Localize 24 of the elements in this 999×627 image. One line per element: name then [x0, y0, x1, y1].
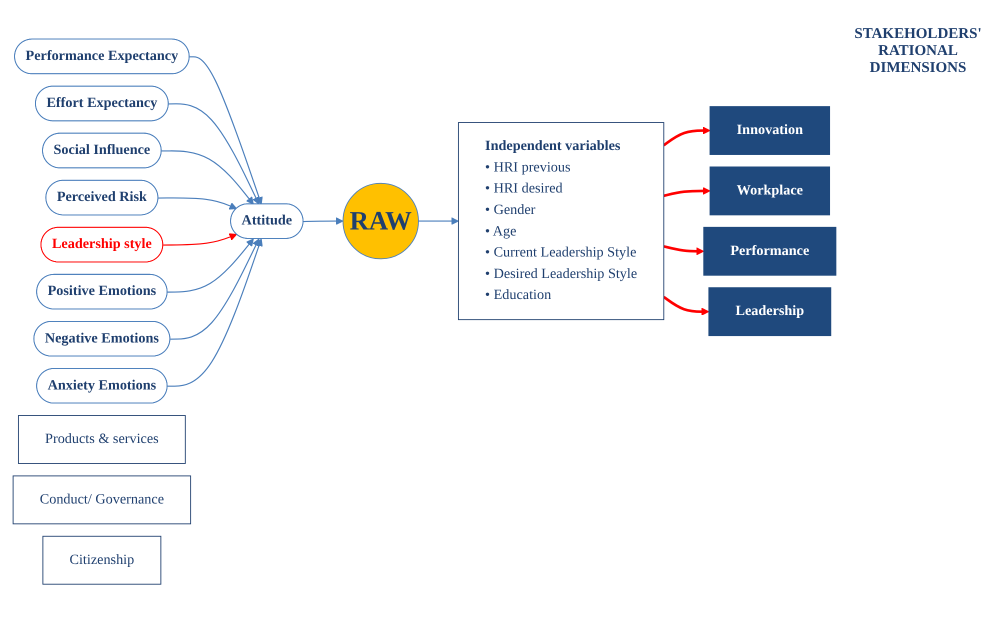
node-box: Workplace [710, 166, 830, 216]
arrow [162, 150, 254, 205]
node-box: Innovation [710, 106, 830, 156]
node-box: Products & services [18, 415, 186, 464]
arrow [190, 56, 263, 205]
arrow [663, 126, 710, 147]
node-box: Conduct/ Governance [12, 476, 192, 525]
node-box: Citizenship [42, 536, 162, 585]
arrow [663, 187, 710, 198]
arrow [168, 104, 260, 205]
section-heading: STAKEHOLDERS' RATIONAL DIMENSIONS [853, 26, 983, 77]
arrow [663, 296, 710, 316]
node-box: Performance [703, 227, 836, 276]
node-circle: RAW [342, 183, 419, 260]
arrow [163, 234, 238, 246]
arrow [168, 238, 263, 388]
arrow [158, 198, 238, 210]
arrow [170, 238, 260, 340]
node-box: Independent variables • HRI previous • HRI desired • Gender • Age • Current Leadership Style • Desired Leadership Style • Education [458, 122, 664, 320]
arrow [303, 218, 344, 226]
node-box: Leadership [708, 288, 832, 336]
arrow [418, 218, 459, 226]
arrow [663, 245, 704, 256]
arrow [168, 238, 254, 294]
